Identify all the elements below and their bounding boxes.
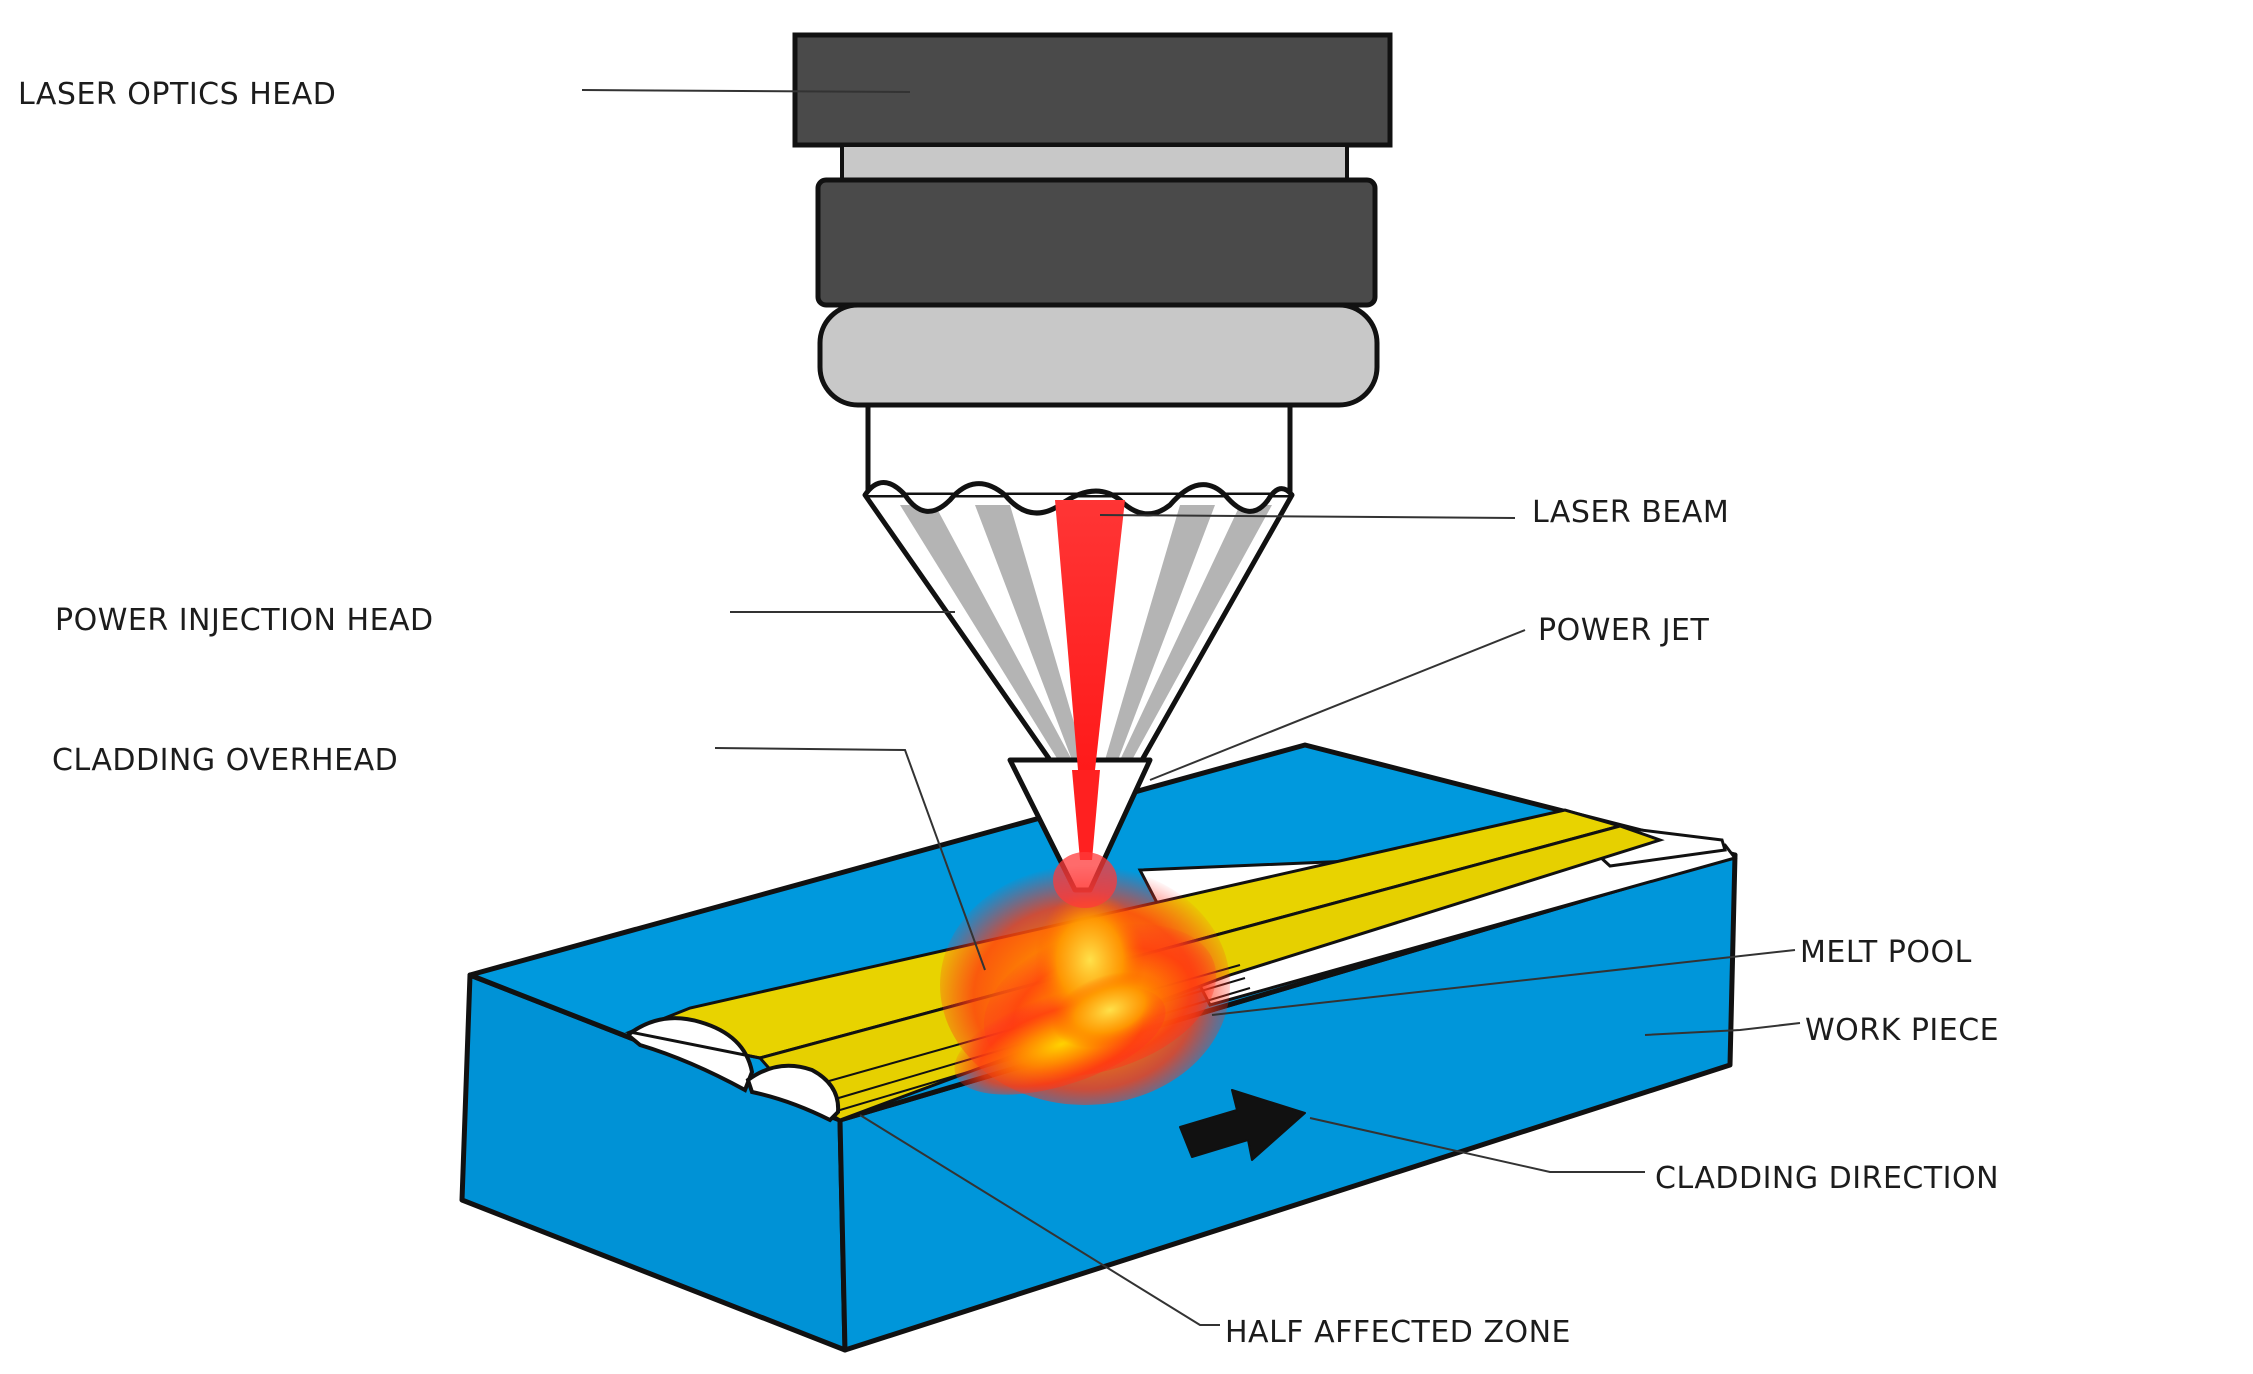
optics-ring-2	[817, 302, 1380, 408]
label-cladding-overhead: CLADDING OVERHEAD	[52, 743, 398, 778]
optics-ring-1	[840, 143, 1349, 182]
leader-work-piece	[1644, 1022, 1801, 1036]
leader-laser-beam	[1099, 514, 1516, 519]
label-work-piece: WORK PIECE	[1805, 1013, 1999, 1048]
laser-optics-head	[792, 32, 1393, 408]
leader-melt-pool	[1211, 949, 1796, 1016]
laser-beam	[1055, 500, 1125, 770]
leader-laser-optics-head	[581, 89, 911, 93]
leader-half-affected-zone	[859, 1114, 1220, 1326]
label-cladding-direction: CLADDING DIRECTION	[1655, 1161, 1999, 1196]
power-injection-head	[862, 402, 1295, 893]
labels: LASER OPTICS HEAD LASER BEAM POWER INJEC…	[18, 77, 1999, 1350]
label-melt-pool: MELT POOL	[1800, 935, 1972, 970]
label-laser-beam: LASER BEAM	[1532, 495, 1729, 530]
optics-top-block	[792, 32, 1393, 148]
clad-bead-section-1	[624, 1016, 755, 1093]
label-power-jet: POWER JET	[1538, 613, 1710, 648]
nozzle-wavy-rim	[862, 480, 1294, 517]
leader-cladding-direction	[1309, 1117, 1645, 1173]
clad-bead-section-2	[745, 1063, 841, 1123]
leader-power-jet	[1149, 629, 1526, 781]
optics-mid-block	[815, 177, 1378, 308]
powder-stripe	[1105, 505, 1215, 760]
leader-lines	[581, 89, 1801, 1326]
leader-cladding-overhead	[714, 747, 986, 971]
powder-stripe	[1120, 505, 1272, 760]
laser-beam-lower	[1072, 770, 1100, 860]
label-half-affected-zone: HALF AFFECTED ZONE	[1225, 1315, 1571, 1350]
powder-stripe	[975, 505, 1085, 760]
label-laser-optics-head: LASER OPTICS HEAD	[18, 77, 336, 112]
melt-pool	[940, 852, 1230, 1105]
label-power-injection-head: POWER INJECTION HEAD	[55, 603, 434, 638]
powder-stripe	[900, 505, 1072, 760]
cladding-direction-arrow	[1179, 1089, 1306, 1161]
